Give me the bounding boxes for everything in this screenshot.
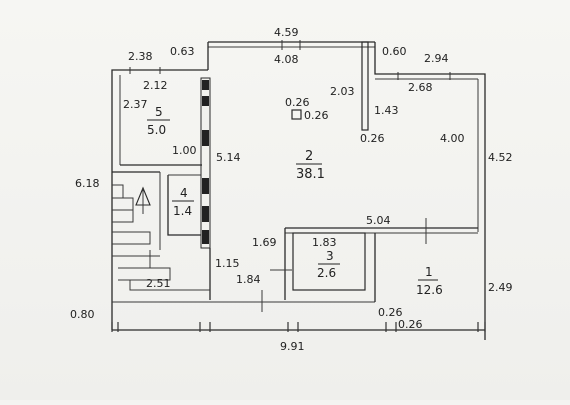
dim-room2-depth: 5.14 [216, 151, 241, 164]
room-1-area: 12.6 [416, 283, 443, 297]
dim-right-total: 4.52 [488, 151, 513, 164]
dim-bottom-total: 9.91 [280, 340, 305, 353]
room-4-number: 4 [180, 186, 188, 200]
room-3-area: 2.6 [317, 266, 336, 280]
staircase [112, 184, 210, 291]
dimension-labels: 4.59 4.08 0.63 0.60 2.38 2.12 2.37 2.94 … [70, 26, 513, 353]
dim-stair-bottom: 2.51 [146, 277, 171, 290]
dim-column-a: 0.26 [285, 96, 310, 109]
interior-walls [112, 41, 478, 312]
dim-partition-gap: 1.43 [374, 104, 399, 117]
room-4-area: 1.4 [173, 204, 192, 218]
dim-top-total: 4.59 [274, 26, 299, 39]
dim-top-inner: 4.08 [274, 53, 299, 66]
dim-right-room-top: 2.68 [408, 81, 433, 94]
dim-column-b: 0.26 [304, 109, 329, 122]
dim-left-top: 2.38 [128, 50, 153, 63]
dim-room5-w: 1.00 [172, 144, 197, 157]
room-3-number: 3 [326, 249, 334, 263]
dim-partition-len: 2.03 [330, 85, 355, 98]
dim-top-right-stub: 0.60 [382, 45, 407, 58]
room-5-area: 5.0 [147, 123, 166, 137]
dim-left-total: 6.18 [75, 177, 100, 190]
dim-room3-bottom: 1.84 [236, 273, 261, 286]
room-2-number: 2 [305, 149, 313, 164]
dim-top-left-stub: 0.63 [170, 45, 195, 58]
dim-bottom-right-b: 0.26 [398, 318, 423, 331]
room-2-area: 38.1 [296, 167, 325, 182]
dim-right-top: 2.94 [424, 52, 449, 65]
windows [111, 40, 486, 332]
dim-bottom-left: 0.80 [70, 308, 95, 321]
dim-partition-thk: 0.26 [360, 132, 385, 145]
dim-room3-side: 1.69 [252, 236, 277, 249]
room-1-number: 1 [425, 265, 433, 279]
dim-stair-side: 1.15 [215, 257, 240, 270]
dim-left-room-top: 2.12 [143, 79, 168, 92]
dim-right-wall: 4.00 [440, 132, 465, 145]
room-labels: 1 12.6 2 38.1 3 2.6 4 1.4 5 5.0 [147, 105, 443, 297]
dim-left-room-side: 2.37 [123, 98, 148, 111]
room-5-number: 5 [155, 105, 163, 119]
dim-bottom-right-a: 0.26 [378, 306, 403, 319]
outer-walls [111, 41, 486, 340]
dim-room1-top: 5.04 [366, 214, 391, 227]
dim-room3-top: 1.83 [312, 236, 337, 249]
dim-right-bottom: 2.49 [488, 281, 513, 294]
